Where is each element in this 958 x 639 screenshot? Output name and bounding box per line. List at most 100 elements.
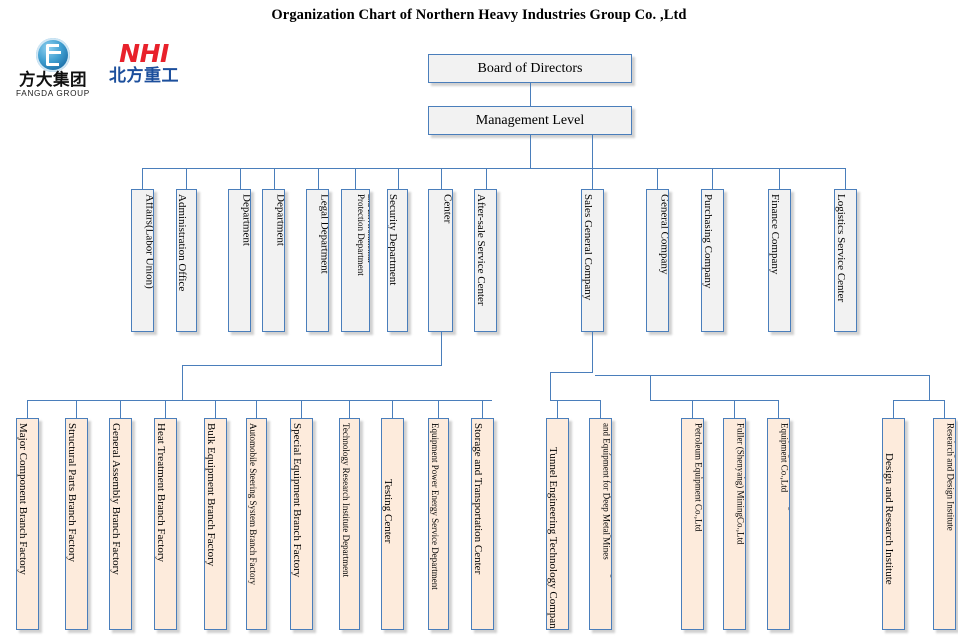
- connector-jv-bus: [692, 400, 778, 401]
- node-after-sale-service-center[interactable]: After-sale Service Center: [474, 189, 497, 332]
- node-major-component-branch-factory[interactable]: Major Component Branch Factory: [16, 418, 39, 630]
- connector-jv-trunk-h: [595, 375, 929, 376]
- node-label: Storage and Transportation Center: [472, 423, 484, 575]
- connector-drop-dept-8: [486, 168, 487, 189]
- node-state-key-laboratory[interactable]: State Key Laboratory of Intelligent Mini…: [589, 418, 612, 630]
- connector-drop-biz-1: [657, 168, 658, 189]
- connector-drop-salessub-0: [557, 400, 558, 418]
- node-design-and-research-institute[interactable]: Design and Research Institute: [882, 418, 905, 630]
- node-label: ShenyangTunnel Boring MachineEquipment C…: [778, 423, 789, 545]
- connector-drop-dept-4: [318, 168, 319, 189]
- connector-drop-prod-6: [301, 400, 302, 418]
- connector-drop-prod-2: [120, 400, 121, 418]
- node-technology-research-institute-department[interactable]: Technology Research Institute Department: [339, 418, 360, 630]
- nhi-logo: NHI 北方重工: [101, 40, 187, 96]
- node-production-directing-center[interactable]: Production DirectingCenter: [428, 189, 453, 332]
- connector-management-to-bus-right: [592, 135, 593, 168]
- node-special-equipment-branch-factory[interactable]: Special Equipment Branch Factory: [290, 418, 313, 630]
- nhi-logo-cn-text: 北方重工: [109, 66, 179, 86]
- node-tunnel-engineering-technology-company[interactable]: Tunnel Engineering Technology Company: [546, 418, 569, 630]
- node-label: Design and Research Institute: [883, 453, 895, 585]
- connector-drop-biz-4: [845, 168, 846, 189]
- node-nhi-fuller-shenyang-mining[interactable]: Northern Heavy IndustriesFuller (Shenyan…: [723, 418, 746, 630]
- connector-sales-drop: [592, 332, 593, 372]
- node-department-of-party-affairs[interactable]: Department of PartyAffairs(Labor Union): [131, 189, 154, 332]
- connector-drop-prod-9: [438, 400, 439, 418]
- connector-drop-jv-2: [778, 400, 779, 418]
- connector-drop-dept-7: [441, 168, 442, 189]
- connector-sales-elbow-v: [550, 372, 551, 400]
- node-bulk-equipment-branch-factory[interactable]: Bulk Equipment Branch Factory: [204, 418, 227, 630]
- connector-production-elbow-v: [182, 365, 183, 400]
- node-sales-general-company[interactable]: Sales General Company: [581, 189, 604, 332]
- node-label: Human ResourcesDepartment: [239, 194, 250, 246]
- node-safety-technology-environmental-protection-department[interactable]: Safety Technologyand EnvironmentalProtec…: [341, 189, 370, 332]
- node-label: Security Department: [388, 194, 399, 286]
- connector-drop-inst-0: [893, 400, 894, 418]
- node-label: General Assembly Branch Factory: [110, 423, 122, 575]
- node-human-resources-department[interactable]: Human ResourcesDepartment: [228, 189, 251, 332]
- connector-drop-prod-4: [215, 400, 216, 418]
- node-label: Administration Office: [177, 194, 188, 292]
- connector-drop-dept-1: [186, 168, 187, 189]
- node-testing-center[interactable]: Testing Center: [381, 418, 404, 630]
- connector-drop-dept-6: [398, 168, 399, 189]
- node-audit-supervision-legal-department[interactable]: Audit, Supervision &Legal Department: [306, 189, 329, 332]
- connector-level3-bus: [142, 168, 845, 169]
- connector-drop-biz-3: [779, 168, 780, 189]
- node-label: Structural Parts Branch Factory: [66, 423, 78, 562]
- node-label: Tunnel Engineering Technology Company: [547, 447, 559, 629]
- connector-production-bus: [27, 400, 492, 401]
- node-automobile-steering-system-branch-factory[interactable]: Automobile Steering System Branch Factor…: [246, 418, 267, 630]
- connector-production-elbow-h: [182, 365, 442, 366]
- node-label: Heat Treatment Branch Factory: [155, 423, 167, 562]
- connector-production-drop: [441, 332, 442, 365]
- connector-drop-biz-0: [592, 168, 593, 189]
- node-label: Management Level: [475, 112, 585, 128]
- node-purchasing-company[interactable]: Purchasing Company: [701, 189, 724, 332]
- node-shenyang-mechanical-electrical-research-design-institute[interactable]: Shenyang Mechanical and ElectricalResear…: [933, 418, 956, 630]
- node-finance-company[interactable]: Finance Company: [768, 189, 791, 332]
- node-nhi-petroleum-equipment[interactable]: Northern Heavy IndustriesPetroleum Equip…: [681, 418, 704, 630]
- connector-drop-dept-5: [355, 168, 356, 189]
- node-label: Bulk Equipment Branch Factory: [205, 423, 217, 567]
- node-heat-treatment-branch-factory[interactable]: Heat Treatment Branch Factory: [154, 418, 177, 630]
- node-label: Shenyang Mechanical and ElectricalResear…: [944, 423, 955, 555]
- node-administration-office[interactable]: Administration Office: [176, 189, 197, 332]
- fangda-logo-en-text: FANGDA GROUP: [16, 89, 90, 98]
- fangda-circle-f-icon: [36, 38, 70, 72]
- node-label: Safety Technologyand EnvironmentalProtec…: [355, 194, 369, 276]
- node-logistics-service-center[interactable]: Logistics Service Center: [834, 189, 857, 332]
- node-board-of-directors[interactable]: Board of Directors: [428, 54, 632, 83]
- connector-drop-prod-0: [27, 400, 28, 418]
- node-quality-assurance-department[interactable]: Quality AssuranceDepartment: [262, 189, 285, 332]
- connector-drop-dept-3: [274, 168, 275, 189]
- node-label: Automobile Steering System Branch Factor…: [247, 423, 258, 585]
- node-management-level[interactable]: Management Level: [428, 106, 632, 135]
- connector-drop-prod-10: [482, 400, 483, 418]
- connector-drop-jv-1: [734, 400, 735, 418]
- connector-jv-drop-v: [650, 375, 651, 400]
- node-general-assembly-branch-factory[interactable]: General Assembly Branch Factory: [109, 418, 132, 630]
- node-label: Production DirectingCenter: [440, 194, 452, 224]
- node-security-department[interactable]: Security Department: [387, 189, 408, 332]
- connector-drop-jv-0: [692, 400, 693, 418]
- fangda-logo-cn-text: 方大集团: [19, 70, 87, 89]
- node-label: Northern Heavy IndustriesPetroleum Equip…: [692, 423, 703, 532]
- node-shenyang-tunnel-boring-machine-equipment[interactable]: ShenyangTunnel Boring MachineEquipment C…: [767, 418, 790, 630]
- node-structural-parts-branch-factory[interactable]: Structural Parts Branch Factory: [65, 418, 88, 630]
- connector-drop-salessub-1: [600, 400, 601, 418]
- nhi-logo-en-text: NHI: [119, 39, 169, 68]
- node-equipment-power-energy-service-department[interactable]: Equipment Power Energy Service Departmen…: [428, 418, 449, 630]
- connector-drop-prod-8: [392, 400, 393, 418]
- node-label: Logistics Service Center: [835, 194, 847, 303]
- fangda-group-logo: 方大集团 FANGDA GROUP: [12, 38, 94, 100]
- node-label: Sales General Company: [582, 194, 594, 301]
- connector-drop-dept-2: [240, 168, 241, 189]
- connector-drop-prod-3: [165, 400, 166, 418]
- node-storage-and-transportation-center[interactable]: Storage and Transportation Center: [471, 418, 494, 630]
- node-label: Quality AssuranceDepartment: [273, 194, 284, 246]
- connector-drop-biz-2: [712, 168, 713, 189]
